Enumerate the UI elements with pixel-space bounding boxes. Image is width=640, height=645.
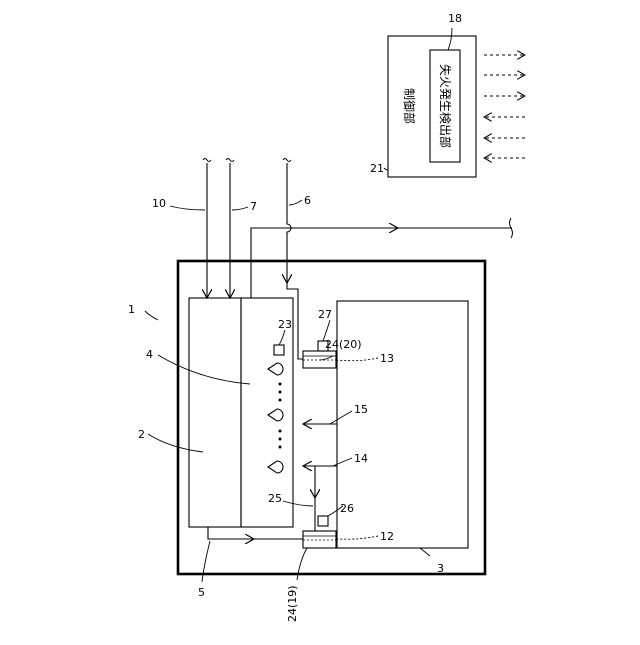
label-4: 4 bbox=[146, 348, 153, 361]
flame-ellipsis bbox=[279, 383, 282, 449]
detector-label: 失火発生検出部 bbox=[438, 64, 453, 148]
label-27: 27 bbox=[318, 308, 332, 321]
label-1: 1 bbox=[128, 303, 135, 316]
label-6: 6 bbox=[304, 194, 311, 207]
label-24-20: 24(20) bbox=[325, 338, 362, 351]
label-14: 14 bbox=[354, 452, 368, 465]
label-18: 18 bbox=[448, 12, 462, 25]
control-box bbox=[388, 36, 476, 177]
pipe-6 bbox=[287, 163, 291, 283]
label-21: 21 bbox=[370, 162, 384, 175]
label-5: 5 bbox=[198, 586, 205, 599]
label-15: 15 bbox=[354, 403, 368, 416]
sensor-24-19 bbox=[303, 531, 336, 548]
label-2: 2 bbox=[138, 428, 145, 441]
element-23 bbox=[274, 345, 284, 355]
label-24-19: 24(19) bbox=[286, 585, 299, 622]
label-12: 12 bbox=[380, 530, 394, 543]
label-3: 3 bbox=[437, 562, 444, 575]
label-10: 10 bbox=[152, 197, 166, 210]
pipe-5 bbox=[208, 527, 254, 539]
label-7: 7 bbox=[250, 200, 257, 213]
exhaust-pipe bbox=[251, 228, 398, 298]
label-23: 23 bbox=[278, 318, 292, 331]
label-13: 13 bbox=[380, 352, 394, 365]
sensor-24-20 bbox=[303, 351, 336, 368]
label-26: 26 bbox=[340, 502, 354, 515]
block-2 bbox=[189, 298, 241, 527]
label-25: 25 bbox=[268, 492, 282, 505]
block-4 bbox=[241, 298, 293, 527]
element-26 bbox=[318, 516, 328, 526]
control-title: 制御部 bbox=[402, 88, 417, 124]
signal-arrows bbox=[484, 55, 525, 158]
flame-icon bbox=[268, 363, 283, 473]
